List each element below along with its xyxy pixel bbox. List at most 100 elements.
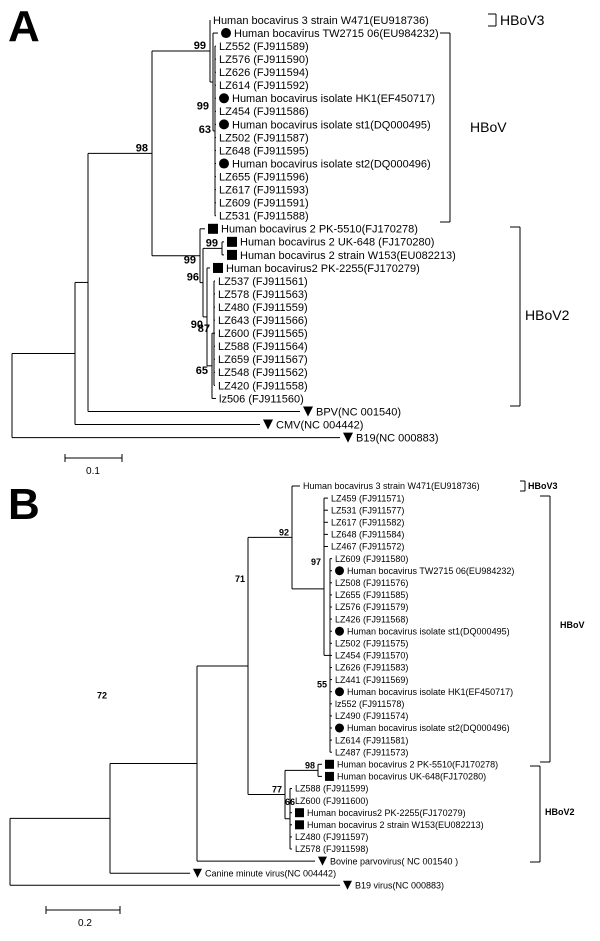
- taxon-label: LZ655 (FJ911585): [335, 590, 408, 600]
- taxon-label: CMV(NC 004442): [276, 419, 363, 431]
- taxon-label: LZ655 (FJ911596): [219, 171, 309, 183]
- square-marker-icon: [227, 236, 237, 247]
- scale-label: 0.2: [78, 918, 92, 929]
- bootstrap-value: 87: [198, 323, 210, 335]
- square-marker-icon: [325, 771, 334, 781]
- bootstrap-value: 99: [197, 100, 209, 112]
- taxon-label: Human bocavirus UK-648(FJ170280): [337, 772, 486, 782]
- taxon-label: LZ480 (FJ911597): [295, 832, 368, 842]
- taxon-label: B19 virus(NC 000883): [355, 880, 444, 890]
- taxon-label: LZ588 (FJ911599): [295, 784, 368, 794]
- square-marker-icon: [325, 759, 334, 769]
- taxon-label: LZ578 (FJ911598): [295, 844, 368, 854]
- taxon-label: LZ614 (FJ911592): [219, 80, 309, 92]
- taxon-label: LZ648 (FJ911595): [219, 145, 309, 157]
- taxon-label: Human bocavirus TW2715 06(EU984232): [347, 566, 514, 576]
- taxon-label: LZ454 (FJ911586): [219, 106, 309, 118]
- taxon-label: lz506 (FJ911560): [219, 393, 304, 405]
- bootstrap-value: 63: [199, 124, 211, 136]
- taxon-label: LZ467 (FJ911572): [331, 542, 404, 552]
- taxon-label: LZ537 (FJ911561): [218, 276, 308, 288]
- bootstrap-value: 65: [196, 365, 208, 377]
- taxon-label: Human bocavirus isolate st2(DQ000496): [347, 723, 510, 733]
- scale-label: 0.1: [86, 466, 100, 477]
- circle-marker-icon: [219, 119, 229, 130]
- group-label-hbov3: HBoV3: [500, 12, 545, 28]
- taxon-label: LZ531 (FJ911577): [331, 505, 404, 515]
- taxon-label: LZ502 (FJ911587): [219, 132, 309, 144]
- taxon-label: LZ588 (FJ911564): [218, 341, 308, 353]
- bootstrap-value: 92: [279, 527, 289, 537]
- tree-a: Human bocavirus 3 strain W471(EU918736) H…: [11, 12, 570, 477]
- triangle-marker-icon: [193, 868, 202, 878]
- taxon-label: LZ659 (FJ911567): [218, 354, 308, 366]
- group-label-hbov: HBoV: [470, 119, 507, 135]
- taxon-label: LZ648 (FJ911584): [331, 530, 404, 540]
- square-marker-icon: [208, 223, 218, 234]
- taxon-label: LZ617 (FJ911593): [219, 185, 309, 197]
- circle-marker-icon: [219, 158, 229, 169]
- bootstrap-value: 55: [317, 679, 327, 689]
- bootstrap-value: 98: [305, 760, 315, 770]
- taxon-label: LZ502 (FJ911575): [335, 638, 408, 648]
- taxon-label: LZ420 (FJ911558): [218, 380, 308, 392]
- taxon-label: Human bocavirus isolate HK1(EF450717): [347, 687, 513, 697]
- group-label-hbov2: HBoV2: [545, 807, 575, 817]
- taxon-label: Bovine parvovirus( NC 001540 ): [330, 856, 458, 866]
- bootstrap-value: 99: [184, 255, 196, 267]
- triangle-marker-icon: [343, 880, 352, 890]
- taxon-label: LZ617 (FJ911582): [331, 517, 404, 527]
- taxon-label: Human bocavirus 3 strain W471(EU918736): [213, 15, 429, 27]
- bootstrap-value: 96: [187, 272, 199, 284]
- panel-b-letter: B: [8, 480, 40, 529]
- square-marker-icon: [227, 249, 237, 260]
- taxon-label: Human bocavirus2 PK-2255(FJ170279): [226, 263, 420, 275]
- circle-marker-icon: [335, 626, 344, 636]
- taxon-label: LZ487 (FJ911573): [335, 747, 408, 757]
- taxon-label: LZ626 (FJ911594): [219, 67, 309, 79]
- bootstrap-value: 71: [235, 574, 245, 584]
- taxon-label: LZ480 (FJ911559): [218, 302, 308, 314]
- taxon-label: LZ600 (FJ911565): [218, 328, 308, 340]
- taxon-label: Human bocavirus 2 strain W153(EU082213): [240, 250, 456, 262]
- taxon-label: lz552 (FJ911578): [335, 699, 404, 709]
- circle-marker-icon: [335, 687, 344, 697]
- bootstrap-value: 90: [191, 319, 203, 331]
- bootstrap-value: 77: [272, 785, 282, 795]
- taxon-label: BPV(NC 001540): [316, 406, 401, 418]
- tree-b: Human bocavirus 3 strain W471(EU918736) L…: [9, 480, 585, 929]
- taxon-label: LZ459 (FJ911571): [331, 493, 404, 503]
- taxon-label: Human bocavirus 2 PK-5510(FJ170278): [221, 224, 418, 236]
- panel-a-letter: A: [8, 2, 40, 51]
- taxon-label: LZ614 (FJ911581): [335, 735, 408, 745]
- bootstrap-value: 72: [97, 690, 107, 700]
- circle-marker-icon: [335, 566, 344, 576]
- circle-marker-icon: [219, 93, 229, 104]
- square-marker-icon: [213, 262, 223, 273]
- taxon-label: LZ548 (FJ911562): [218, 367, 308, 379]
- taxon-label: LZ609 (FJ911580): [335, 554, 408, 564]
- taxon-label: LZ454 (FJ911570): [335, 651, 408, 661]
- triangle-marker-icon: [318, 856, 327, 866]
- group-label-hbov3: HBoV3: [528, 481, 558, 491]
- taxon-label: LZ508 (FJ911576): [335, 578, 408, 588]
- taxon-label: LZ600 (FJ911600): [295, 796, 368, 806]
- square-marker-icon: [295, 820, 304, 830]
- bootstrap-value: 66: [285, 797, 295, 807]
- taxon-label: LZ643 (FJ911566): [218, 315, 308, 327]
- bootstrap-value: 98: [136, 142, 148, 154]
- taxon-label: Human bocavirus isolate st1(DQ000495): [232, 119, 431, 131]
- taxon-label: Human bocavirus 2 PK-5510(FJ170278): [337, 759, 498, 769]
- taxon-label: Human bocavirus 2 UK-648 (FJ170280): [240, 237, 434, 249]
- triangle-marker-icon: [263, 419, 273, 430]
- taxon-label: LZ609 (FJ911591): [219, 198, 309, 210]
- taxon-label: Human bocavirus isolate st2(DQ000496): [232, 158, 431, 170]
- group-label-hbov: HBoV: [560, 620, 585, 630]
- bootstrap-value: 97: [311, 557, 321, 567]
- taxon-label: Human bocavirus 3 strain W471(EU918736): [303, 481, 480, 491]
- taxon-label: LZ626 (FJ911583): [335, 663, 408, 673]
- group-label-hbov2: HBoV2: [525, 307, 570, 323]
- circle-marker-icon: [335, 723, 344, 733]
- circle-marker-icon: [221, 28, 231, 39]
